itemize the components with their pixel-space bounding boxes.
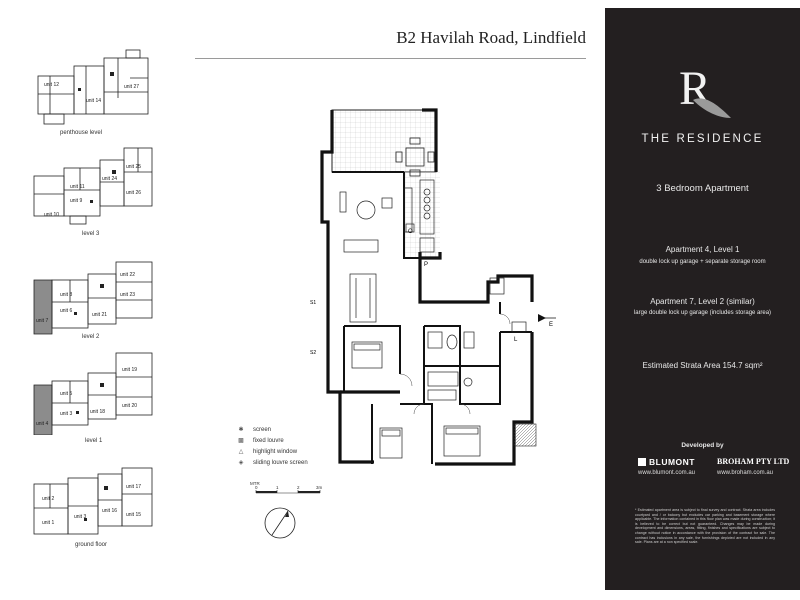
residence-logo-icon: R: [679, 62, 731, 118]
entry-label: E: [549, 322, 553, 328]
unit-label: unit 3: [60, 411, 72, 417]
level-name: penthouse level: [60, 130, 103, 136]
unit-label: unit 5: [60, 391, 72, 397]
scale-unit: MTR: [250, 481, 260, 486]
scale-bar: MTR 0 1 2 3m: [250, 479, 330, 506]
info-panel: R THE RESIDENCE 3 Bedroom Apartment Apar…: [605, 8, 800, 590]
apartment-type: 3 Bedroom Apartment: [656, 183, 749, 194]
legend-label: screen: [253, 427, 272, 433]
blumont-website[interactable]: www.blumont.com.au: [638, 470, 696, 476]
oven-label: O: [408, 229, 413, 235]
unit-label-highlight: unit 4: [36, 421, 48, 427]
legend-item-screen: ✱ screen: [235, 425, 308, 436]
keyplan-penthouse: unit 12 unit 14 unit 27 penthouse level: [30, 48, 160, 138]
screen-icon: ✱: [238, 427, 244, 433]
unit-label: unit 12: [44, 82, 59, 88]
legend-item-sliding-louvre: ◈ sliding louvre screen: [235, 458, 308, 469]
scale-tick: 3m: [316, 485, 323, 490]
legend-label: fixed louvre: [253, 438, 284, 444]
legend: ✱ screen ▩ fixed louvre △ highlight wind…: [235, 425, 308, 469]
section-label: S1: [310, 300, 316, 306]
unit-label: unit 23: [120, 292, 135, 298]
unit-label: unit 26: [126, 190, 141, 196]
linen-label: L: [514, 337, 518, 343]
legend-item-fixed-louvre: ▩ fixed louvre: [235, 436, 308, 447]
unit-label: unit 14: [86, 98, 101, 104]
unit-label-highlight: unit 7: [36, 318, 48, 324]
sliding-louvre-icon: ◈: [238, 460, 244, 466]
unit-label: unit 8: [60, 292, 72, 298]
unit-label: unit 1: [42, 520, 54, 526]
unit-label: unit 18: [90, 409, 105, 415]
disclaimer-text: * Estimated apartment area is subject to…: [635, 508, 775, 545]
unit-label: unit 9: [70, 198, 82, 204]
keyplan-ground-floor: unit 2 unit 1 unit 3 unit 17 unit 16 uni…: [30, 460, 160, 550]
developed-by-label: Developed by: [681, 442, 724, 449]
blumont-logo-icon: [638, 458, 646, 466]
unit-label: unit 19: [122, 367, 137, 373]
highlight-window-icon: △: [238, 449, 244, 455]
level-name: level 3: [82, 231, 100, 237]
apartment-7-detail: large double lock up garage (includes st…: [633, 310, 772, 316]
unit-label: unit 3: [74, 514, 86, 520]
north-arrow-icon: [262, 505, 298, 546]
unit-label: unit 24: [102, 176, 117, 182]
title-divider: [195, 58, 586, 59]
strata-area: Estimated Strata Area 154.7 sqm²: [642, 361, 763, 370]
broham-logo: BROHAM PTY LTD: [717, 457, 790, 466]
keyplan-level-2: unit 8 unit 7 unit 6 unit 22 unit 23 uni…: [30, 252, 160, 342]
parking-label: P: [424, 262, 428, 268]
unit-label: unit 20: [122, 403, 137, 409]
scale-tick: 1: [276, 485, 279, 490]
keyplan-level-1: unit 5 unit 4 unit 3 unit 19 unit 18 uni…: [30, 345, 160, 444]
page-title: B2 Havilah Road, Lindfield: [396, 28, 586, 47]
unit-label: unit 17: [126, 484, 141, 490]
unit-label: unit 27: [124, 84, 139, 90]
scale-tick: 2: [297, 485, 300, 490]
section-label: S2: [310, 350, 316, 356]
apartment-4-detail: double lock up garage + separate storage…: [639, 259, 766, 265]
legend-label: sliding louvre screen: [253, 460, 308, 466]
unit-label: unit 22: [120, 272, 135, 278]
unit-label: unit 11: [70, 184, 85, 190]
floor-plan: O P: [300, 92, 560, 487]
scale-tick: 0: [255, 485, 258, 490]
level-name: level 1: [85, 438, 103, 444]
legend-item-highlight-window: △ highlight window: [235, 447, 308, 458]
apartment-7-title: Apartment 7, Level 2 (similar): [650, 297, 755, 306]
unit-label: unit 21: [92, 312, 107, 318]
unit-label: unit 25: [126, 164, 141, 170]
level-name: ground floor: [75, 542, 108, 548]
unit-label: unit 10: [44, 212, 59, 218]
unit-label: unit 6: [60, 308, 72, 314]
legend-label: highlight window: [253, 449, 298, 455]
fixed-louvre-icon: ▩: [238, 438, 244, 444]
level-name: level 2: [82, 334, 100, 340]
unit-label: unit 16: [102, 508, 117, 514]
broham-website[interactable]: www.broham.com.au: [717, 470, 774, 476]
blumont-logo: BLUMONT: [638, 457, 695, 467]
brand-name: THE RESIDENCE: [641, 133, 764, 145]
apartment-4-title: Apartment 4, Level 1: [665, 245, 740, 254]
unit-label: unit 2: [42, 496, 54, 502]
keyplan-level-3: unit 11 unit 9 unit 10 unit 25 unit 24 u…: [30, 140, 160, 237]
unit-label: unit 15: [126, 512, 141, 518]
